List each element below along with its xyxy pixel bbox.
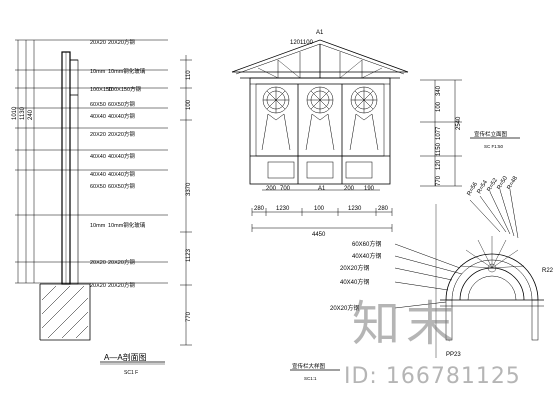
elevation-height-dim: 340 [436, 85, 442, 96]
section-scale: SC1 F [124, 370, 138, 376]
elevation-width-dim: 100 [314, 206, 325, 212]
detail-radius: R22 [542, 268, 554, 274]
elevation-width-dim: 280 [254, 206, 265, 212]
watermark-id: ID: 166781125 [344, 364, 521, 389]
section-dim-grid [15, 39, 168, 284]
elevation-total-width: 4450 [312, 232, 326, 238]
section-left-dimension-line [17, 40, 35, 283]
elevation-dimensions [251, 79, 520, 232]
elevation-fans [261, 86, 379, 151]
detail-leader-label: 40X40方钢 [352, 252, 381, 260]
elevation-view [231, 39, 520, 232]
section-height-dim: 110 [186, 70, 192, 80]
fan-2 [305, 86, 335, 151]
detail-title: 宣传栏大样图 [292, 362, 326, 370]
section-height-dim: 1123 [186, 248, 192, 262]
elevation-width-dim: 280 [378, 206, 389, 212]
layer-dim: 20X20 [90, 40, 106, 46]
layer-label: 60X50方钢 [108, 182, 135, 190]
elevation-height-dim: 1077 [436, 126, 442, 140]
elevation-bottom-dim: 200 [266, 186, 277, 192]
layer-dim: 60X50 [90, 184, 106, 190]
section-height-dim: 240 [28, 109, 34, 120]
section-height-dim: 1130 [20, 106, 26, 120]
detail-leader-label: 20X20方钢 [330, 304, 359, 312]
layer-dim: 40X40 [90, 154, 106, 160]
layer-dim: 20X20 [90, 283, 106, 289]
detail-spokes [459, 236, 525, 273]
section-height-dim: 3370 [186, 182, 192, 196]
elevation-scale: SC F1:50 [484, 144, 504, 149]
layer-dim: 20X20 [90, 132, 106, 138]
elevation-height-dim: 1150 [436, 142, 442, 156]
layer-dim: 40X40 [90, 172, 106, 178]
layer-label: 60X50方钢 [108, 100, 135, 108]
elevation-top-dim: 1100 [300, 40, 314, 46]
elevation-bottom-dim: 190 [364, 186, 375, 192]
layer-dim: 100X150 [90, 87, 112, 93]
elevation-frame [249, 77, 391, 185]
detail-leader-label: 60X60方钢 [352, 240, 381, 248]
detail-leader-label: 40X40方钢 [340, 278, 369, 286]
elevation-bottom-dim: 200 [344, 186, 355, 192]
detail-view [290, 189, 544, 371]
detail-scale: SC1:1 [304, 376, 317, 381]
section-height-dim: 770 [186, 311, 192, 322]
elevation-width-dim: 1230 [276, 206, 290, 212]
layer-dim: 40X40 [90, 114, 106, 120]
elevation-height-dim: 120 [436, 159, 442, 170]
elevation-height-dim: 2540 [456, 116, 462, 130]
elevation-height-dim: 770 [436, 175, 442, 186]
section-cut-mark: A1 [316, 30, 324, 36]
elevation-bottom-dim: 700 [280, 186, 291, 192]
detail-angle-dim: R=48 [507, 175, 520, 191]
section-foundation [39, 283, 91, 341]
section-view [15, 39, 192, 365]
layer-dim: 10mm [90, 223, 106, 229]
section-title: A—A剖面图 [104, 352, 147, 362]
layer-label: 100X150方钢 [108, 85, 142, 93]
elevation-section-mark: A1 [318, 186, 326, 192]
layer-label: 20X20方钢 [108, 130, 135, 138]
layer-dim: 10mm [90, 69, 106, 75]
watermark-logo: 知末 [352, 296, 461, 352]
section-right-dimension-line [180, 55, 192, 346]
detail-leader-label: 20X20方钢 [340, 264, 369, 272]
layer-label: 40X40方钢 [108, 170, 135, 178]
layer-label: 20X20方钢 [108, 258, 135, 266]
elevation-title: 宣传栏立面图 [474, 130, 508, 138]
layer-label: 40X40方钢 [108, 112, 135, 120]
layer-label: 20X20方钢 [108, 38, 135, 46]
elevation-height-dim: 100 [436, 101, 442, 112]
detail-leaders [394, 189, 519, 309]
layer-label: 20X20方钢 [108, 281, 135, 289]
section-height-dim: 100 [186, 99, 192, 110]
elevation-width-dim: 1230 [348, 206, 362, 212]
layer-label: 10mm钢化玻璃 [108, 221, 146, 229]
layer-label: 10mm钢化玻璃 [108, 67, 146, 75]
elevation-top-dim: 120 [290, 40, 301, 46]
fan-3 [349, 86, 379, 151]
section-height-dim: 1010 [12, 106, 18, 120]
fan-1 [261, 86, 291, 151]
layer-dim: 60X50 [90, 102, 106, 108]
detail-radius-large: PP23 [446, 352, 461, 358]
layer-label: 40X40方钢 [108, 152, 135, 160]
layer-dim: 20X20 [90, 260, 106, 266]
